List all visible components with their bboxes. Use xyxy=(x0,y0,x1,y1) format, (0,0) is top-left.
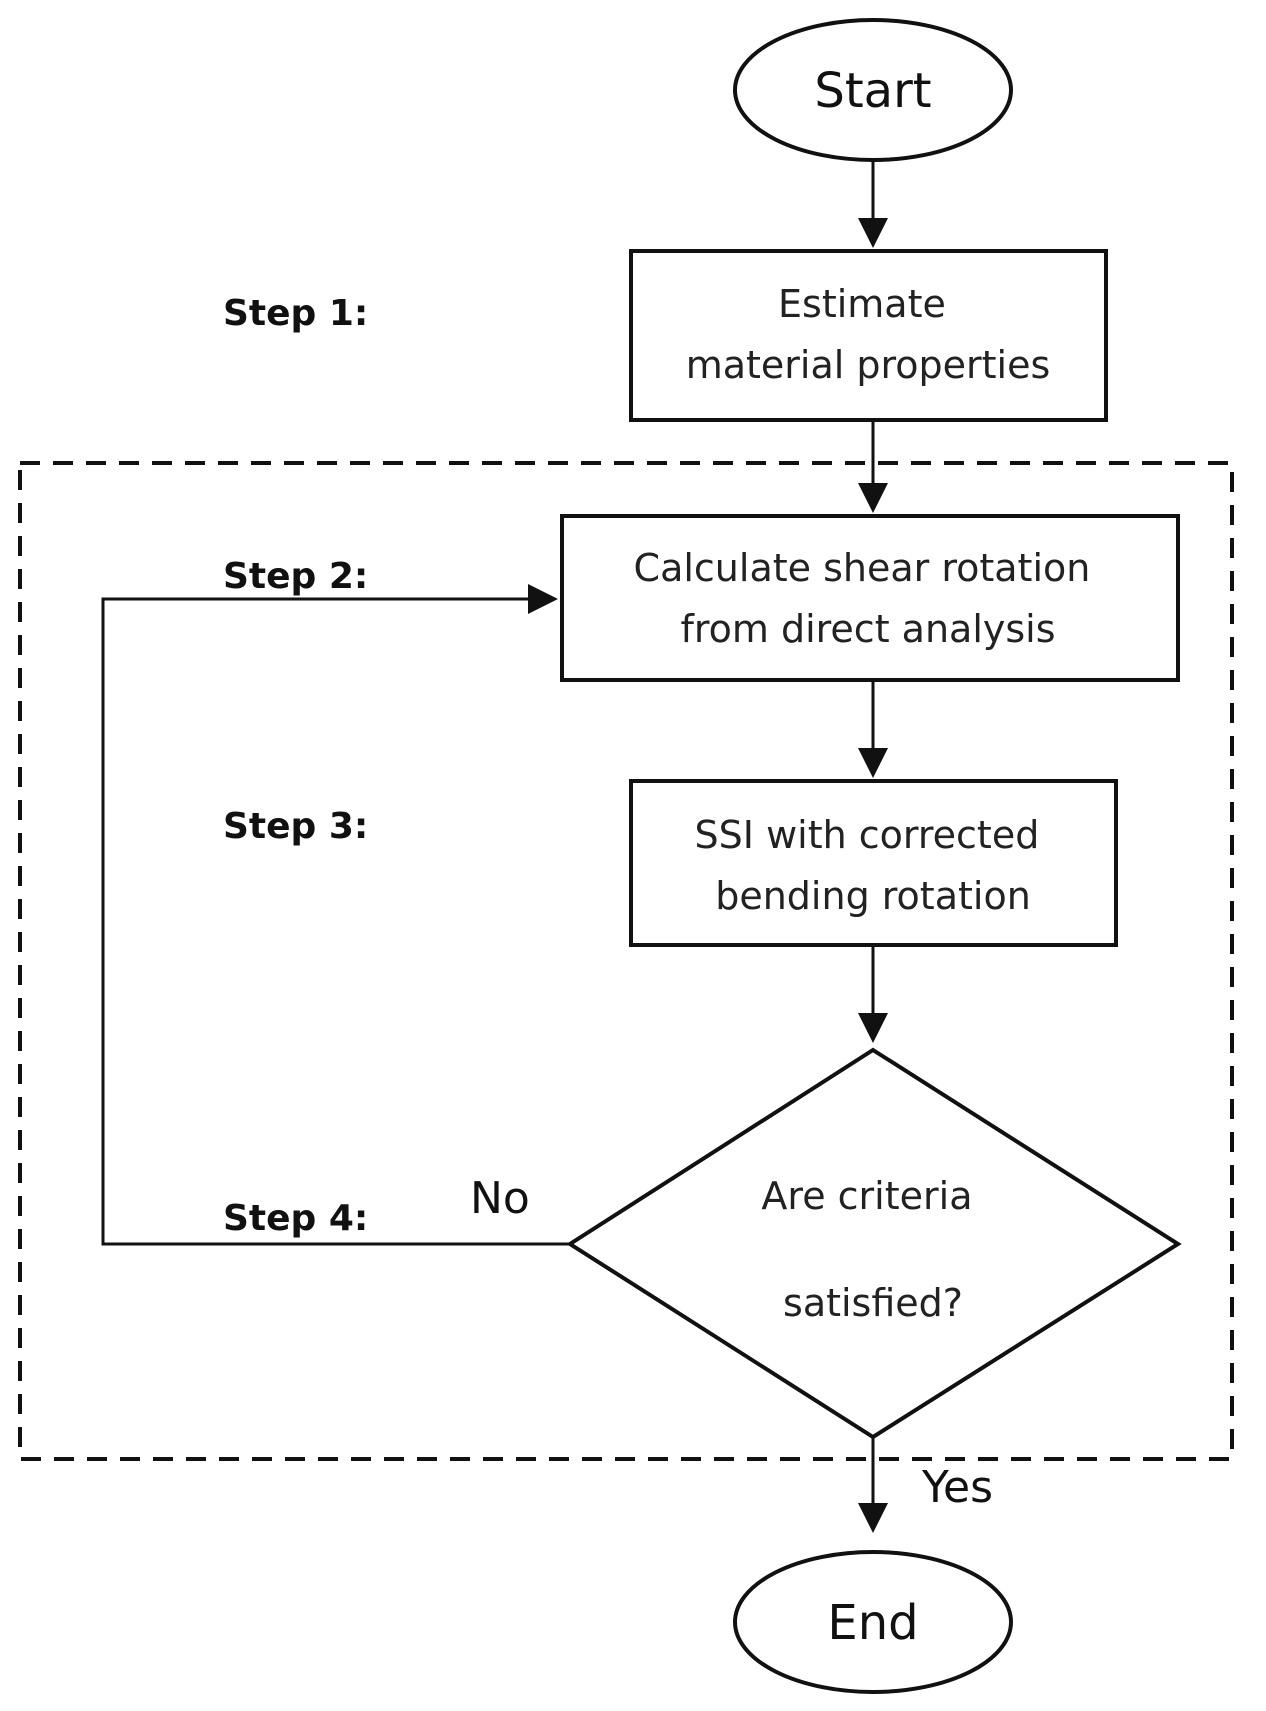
ssi-process-box: SSI with corrected bending rotation xyxy=(629,779,1118,947)
step-4-label: Step 4: xyxy=(223,1198,368,1239)
svg-text:SSI with corrected bendi: SSI with corrected bending rotation xyxy=(695,813,1052,918)
calculate-line-2: from direct analysis xyxy=(680,607,1055,651)
decision-line-1: Are criteria xyxy=(761,1174,972,1218)
start-label: Start xyxy=(814,63,931,119)
start-terminal: Start xyxy=(733,18,1013,162)
estimate-line-1: Estimate xyxy=(778,282,946,326)
svg-text:Estimate material proper: Estimate material properties xyxy=(686,282,1051,387)
ssi-line-1: SSI with corrected xyxy=(695,813,1040,857)
estimate-process-box: Estimate material properties xyxy=(629,249,1108,422)
end-label: End xyxy=(827,1595,918,1651)
svg-text:Calculate shear rotation: Calculate shear rotation from direct ana… xyxy=(634,546,1103,651)
calculate-line-1: Calculate shear rotation xyxy=(634,546,1091,590)
iteration-loop-frame xyxy=(18,461,1234,1461)
step-2-label: Step 2: xyxy=(223,556,368,597)
yes-branch-label: Yes xyxy=(921,1462,993,1513)
calculate-process-box: Calculate shear rotation from direct ana… xyxy=(560,514,1180,682)
decision-line-2: satisfied? xyxy=(783,1281,963,1325)
step-3-label: Step 3: xyxy=(223,806,368,847)
estimate-line-2: material properties xyxy=(686,343,1051,387)
end-terminal: End xyxy=(733,1550,1013,1694)
ssi-line-2: bending rotation xyxy=(715,874,1031,918)
step-1-label: Step 1: xyxy=(223,293,368,334)
criteria-decision-diamond: Are criteria satisfied? xyxy=(566,1047,1182,1440)
no-branch-label: No xyxy=(470,1173,530,1224)
svg-text:Are criteria satisfied?: Are criteria satisfied? xyxy=(761,1174,984,1325)
arrow-decision-no-loop xyxy=(101,584,570,1246)
